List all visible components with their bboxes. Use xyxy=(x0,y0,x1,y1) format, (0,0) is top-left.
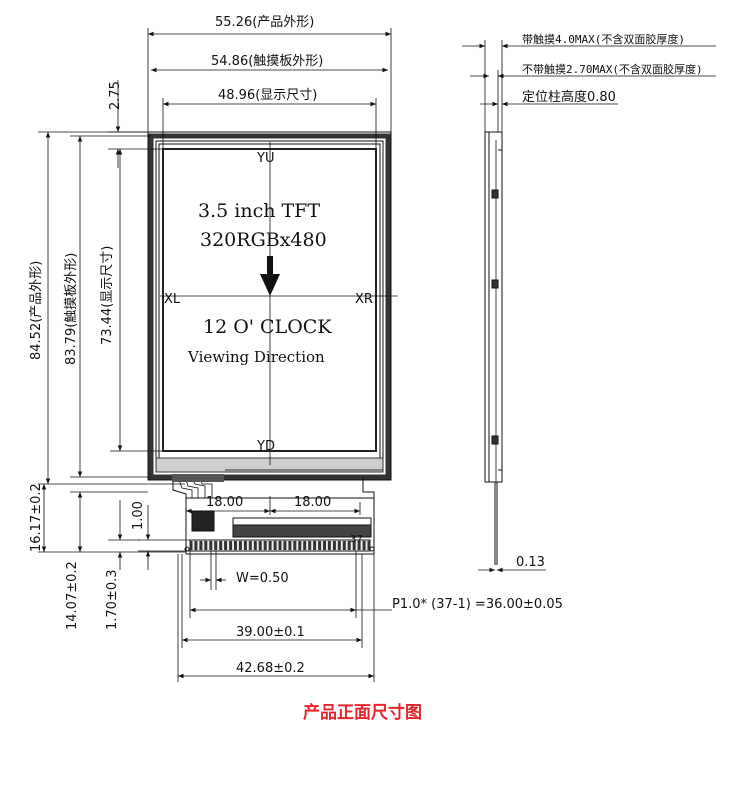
fpc-pin xyxy=(313,541,317,550)
viewing-direction-arrow xyxy=(260,256,280,296)
fpc-pin xyxy=(253,541,257,550)
dim-left-18: 18.00 xyxy=(206,495,243,510)
fpc-pin xyxy=(362,541,366,550)
fpc-body xyxy=(185,497,375,555)
side-view xyxy=(484,131,503,565)
fpc-pin xyxy=(303,541,307,550)
label-xl: XL xyxy=(164,292,181,307)
label-xr: XR xyxy=(355,292,373,307)
fpc-pin xyxy=(194,541,198,550)
front-view xyxy=(147,131,398,481)
dim-tail-length: 14.07±0.2 xyxy=(65,561,80,630)
fpc-pin xyxy=(278,541,282,550)
active-area xyxy=(162,148,377,452)
dim-1-00: 1.00 xyxy=(131,501,146,530)
fpc-pin xyxy=(248,541,252,550)
fpc-pin xyxy=(238,541,242,550)
resolution-text: 320RGBx480 xyxy=(200,229,327,251)
dim-right-18: 18.00 xyxy=(294,495,331,510)
bezel xyxy=(148,133,391,480)
fpc-pin xyxy=(337,541,341,550)
product-outline xyxy=(147,131,392,481)
fpc-pin xyxy=(234,541,237,550)
dim-pitch: P1.0* (37-1) =36.00±0.05 xyxy=(392,597,563,612)
fpc-pin xyxy=(298,541,302,550)
note-post-height: 定位柱高度0.80 xyxy=(522,89,616,105)
fpc-pin xyxy=(224,541,228,550)
dim-display-height: 73.44(显示尺寸) xyxy=(100,246,115,345)
dim-product-height: 84.52(产品外形) xyxy=(29,261,44,360)
fpc-pin xyxy=(332,541,336,550)
dim-tail-1-70: 1.70±0.3 xyxy=(105,569,120,630)
dim-touch-height: 83.79(触摸板外形) xyxy=(64,253,79,365)
dim-display-width: 48.96(显示尺寸) xyxy=(218,88,317,103)
fpc-pin xyxy=(293,541,297,550)
fpc-pin xyxy=(367,541,371,550)
note-without-touch: 不带触摸2.70MAX(不含双面胶厚度) xyxy=(522,62,703,76)
dim-w: W=0.50 xyxy=(236,571,289,586)
fpc-pin xyxy=(283,541,287,550)
dim-product-width: 55.26(产品外形) xyxy=(215,15,314,30)
dim-39: 39.00±0.1 xyxy=(236,625,305,640)
dim-fpc-length: 16.17±0.2 xyxy=(29,483,44,552)
fpc-pin xyxy=(199,541,203,550)
fpc-pin xyxy=(342,541,346,550)
fpc-pin xyxy=(352,541,356,550)
screen-size-text: 3.5 inch TFT xyxy=(198,200,320,222)
fpc-pin xyxy=(204,541,208,550)
fpc-pin xyxy=(308,541,312,550)
fpc-pin xyxy=(268,541,272,550)
dim-42: 42.68±0.2 xyxy=(236,661,305,676)
fpc-pin xyxy=(288,541,292,550)
label-yu: YU xyxy=(256,151,274,166)
fpc-pin xyxy=(258,541,262,550)
viewing-direction-text: Viewing Direction xyxy=(187,348,325,366)
dim-top-gap: 2.75 xyxy=(108,81,123,110)
fpc-pin xyxy=(189,541,193,550)
fpc-pin xyxy=(263,541,267,550)
fpc-pins xyxy=(189,541,371,550)
dim-touch-width: 54.86(触摸板外形) xyxy=(211,54,323,69)
fpc-pin xyxy=(323,541,326,550)
label-yd: YD xyxy=(256,439,275,454)
fpc-pin xyxy=(219,541,223,550)
fpc-pin xyxy=(243,541,247,550)
fpc-pin xyxy=(229,541,233,550)
note-with-touch: 带触摸4.0MAX(不含双面胶厚度) xyxy=(522,32,685,46)
drawing-caption: 产品正面尺寸图 xyxy=(303,702,422,723)
fpc-pin xyxy=(347,541,351,550)
fpc-pin xyxy=(318,541,322,550)
fpc-component xyxy=(191,510,215,532)
fpc-pin xyxy=(273,541,277,550)
dim-013: 0.13 xyxy=(516,555,545,570)
fpc-pin xyxy=(357,541,361,550)
fpc-pin xyxy=(214,541,218,550)
fpc-pin xyxy=(327,541,331,550)
clock-text: 12 O' CLOCK xyxy=(203,316,332,338)
fpc-pin xyxy=(209,541,213,550)
pin-37-label: 37 xyxy=(350,534,363,545)
